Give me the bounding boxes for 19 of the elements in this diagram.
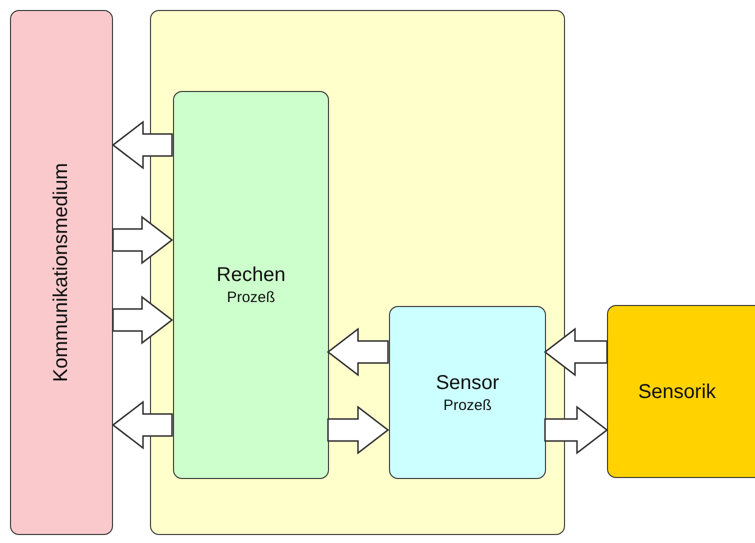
block-arrow bbox=[112, 295, 174, 345]
medium-band bbox=[10, 10, 113, 535]
block-arrow bbox=[326, 327, 389, 377]
box-subtitle: Prozeß bbox=[443, 396, 492, 416]
block-arrow bbox=[544, 405, 608, 455]
box-title: Sensor bbox=[436, 370, 500, 396]
box-title: Rechen bbox=[216, 263, 286, 288]
block-arrow bbox=[112, 215, 174, 265]
block-arrow bbox=[544, 327, 608, 377]
box-subtitle: Prozeß bbox=[226, 288, 276, 308]
process-box bbox=[389, 306, 546, 479]
container-box bbox=[150, 10, 565, 535]
block-arrow bbox=[112, 120, 173, 170]
block-arrow bbox=[112, 400, 173, 450]
band-label: Kommunikationsmedium bbox=[50, 163, 73, 382]
block-arrow bbox=[327, 405, 390, 455]
box-label: Sensorik bbox=[638, 380, 716, 404]
device-box bbox=[607, 305, 755, 478]
process-box bbox=[173, 91, 329, 479]
